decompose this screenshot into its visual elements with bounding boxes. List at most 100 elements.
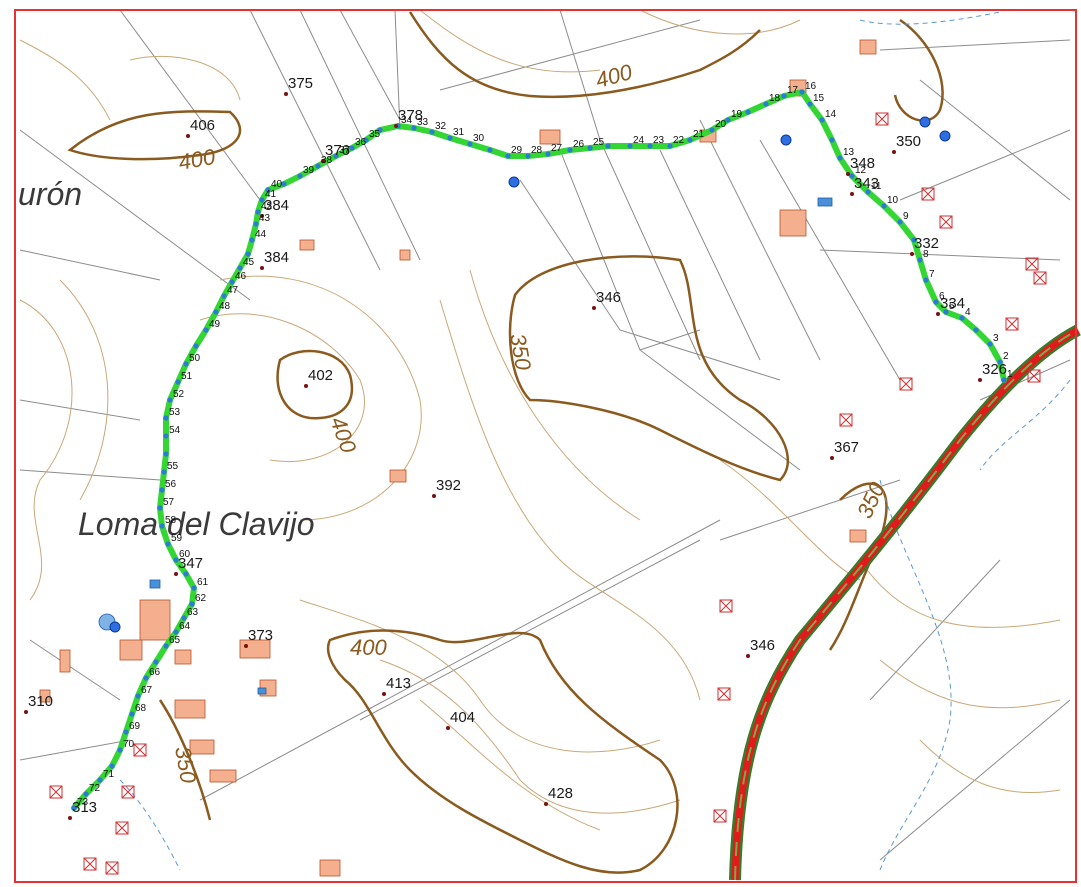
elevation-label: 404 (450, 709, 475, 726)
elevation-point-icon (846, 172, 850, 176)
waypoint-label: 2 (1003, 351, 1009, 362)
waypoint-label: 34 (401, 115, 413, 126)
route-point (627, 143, 633, 149)
waypoint-label: 38 (321, 155, 333, 166)
route-point (333, 153, 339, 159)
waypoint-label: 41 (265, 189, 277, 200)
route-point (109, 763, 115, 769)
waypoint-label: 49 (209, 319, 221, 330)
waypoint-label: 21 (693, 129, 705, 140)
place-name: urón (18, 176, 82, 212)
waypoint-label: 8 (923, 249, 929, 260)
waypoint-label: 20 (715, 119, 727, 130)
waypoint-label: 51 (181, 371, 193, 382)
elevation-label: 350 (896, 133, 921, 150)
waypoint-label: 72 (89, 783, 101, 794)
waypoint-label: 67 (141, 685, 153, 696)
route-point (849, 173, 855, 179)
waypoint-label: 42 (261, 201, 273, 212)
waypoint-label: 30 (473, 133, 485, 144)
waypoint-label: 63 (187, 607, 199, 618)
route-point (567, 147, 573, 153)
waypoint-label: 12 (855, 165, 867, 176)
elevation-point-icon (24, 710, 28, 714)
waypoint-label: 68 (135, 703, 147, 714)
waypoint-label: 11 (871, 181, 882, 192)
route-point (159, 487, 165, 493)
waypoint-label: 58 (165, 515, 177, 526)
waypoint-labels: 1234567891011121314151617181920212223242… (77, 81, 1013, 808)
spring-icons (109, 116, 951, 633)
route-point (157, 505, 163, 511)
elevation-point-icon (446, 726, 450, 730)
waypoint-label: 59 (171, 533, 183, 544)
elevation-point-icon (936, 312, 940, 316)
route-point (709, 127, 715, 133)
elevation-label: 313 (72, 799, 97, 816)
waypoint-label: 29 (511, 145, 523, 156)
route-point (587, 145, 593, 151)
route-point (191, 585, 197, 591)
contour-label: 400 (350, 635, 387, 660)
route-point (129, 711, 135, 717)
elevation-point-icon (850, 192, 854, 196)
route-point (315, 163, 321, 169)
elevation-point-icon (592, 306, 596, 310)
waypoint-label: 15 (813, 93, 825, 104)
elevation-label: 402 (308, 367, 333, 384)
route-point (829, 137, 835, 143)
waypoint-label: 10 (887, 195, 899, 206)
route-point (1001, 377, 1007, 383)
waypoint-label: 36 (355, 137, 367, 148)
route-point (447, 135, 453, 141)
waypoint-label: 57 (163, 497, 175, 508)
waypoint-label: 7 (929, 269, 935, 280)
elevation-point-icon (68, 816, 72, 820)
route-point (881, 203, 887, 209)
route-point (807, 101, 813, 107)
waypoint-label: 73 (77, 797, 89, 808)
route-point (265, 187, 271, 193)
streams (119, 11, 1071, 871)
route-point (911, 237, 917, 243)
route-point (117, 747, 123, 753)
elevation-point-icon (260, 214, 264, 218)
buildings (39, 39, 877, 877)
elevation-label: 378 (398, 107, 423, 124)
waypoint-label: 55 (167, 461, 179, 472)
elevation-point-icon (892, 150, 896, 154)
route-point (237, 265, 243, 271)
route-point (959, 315, 965, 321)
waypoint-label: 62 (195, 593, 207, 604)
waypoint-label: 44 (255, 229, 267, 240)
waypoint-label: 71 (103, 769, 115, 780)
route-point (173, 557, 179, 563)
route-point (229, 279, 235, 285)
minor-contours (19, 9, 1061, 831)
waypoint-label: 39 (303, 165, 315, 176)
waypoint-label: 61 (197, 577, 209, 588)
route-point (349, 145, 355, 151)
elevation-label: 348 (850, 155, 875, 172)
route-point (943, 309, 949, 315)
waypoint-label: 65 (169, 635, 181, 646)
route-point (411, 125, 417, 131)
waypoint-label: 24 (633, 135, 645, 146)
waypoint-label: 50 (189, 353, 201, 364)
route-point (545, 151, 551, 157)
route-point (997, 359, 1003, 365)
waypoint-label: 3 (993, 333, 999, 344)
waypoint-label: 16 (805, 81, 817, 92)
route-point (865, 189, 871, 195)
waypoint-label: 28 (531, 145, 543, 156)
route-point (163, 451, 169, 457)
route-point (933, 299, 939, 305)
waypoint-label: 6 (939, 291, 945, 302)
route-point (487, 147, 493, 153)
elevation-label: 384 (264, 197, 289, 214)
waypoint-label: 17 (787, 85, 799, 96)
route-point (923, 277, 929, 283)
waypoint-label: 4 (965, 307, 971, 318)
